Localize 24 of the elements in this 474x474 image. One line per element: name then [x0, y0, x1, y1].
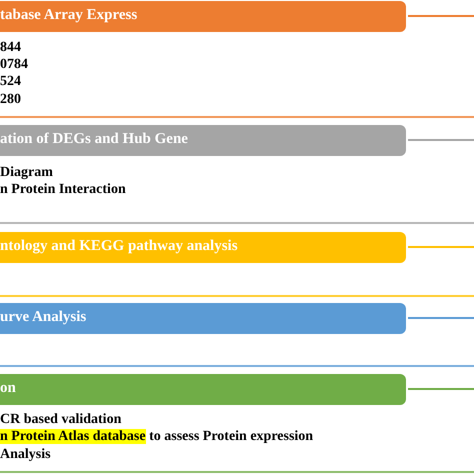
section-header-band — [0, 1, 406, 32]
list-item-text: 844 — [0, 40, 21, 56]
section-title: on — [0, 380, 16, 397]
connector-line — [408, 388, 474, 390]
connector-line — [408, 317, 474, 319]
connector-line — [408, 139, 474, 141]
section-title: ntology and KEGG pathway analysis — [0, 238, 238, 255]
section-header-band — [0, 125, 406, 156]
list-item-text: Analysis — [0, 447, 51, 463]
list-item-text: 280 — [0, 92, 21, 108]
section-title: ation of DEGs and Hub Gene — [0, 131, 188, 148]
section-title: tabase Array Express — [0, 7, 138, 24]
list-item-text: n Protein Interaction — [0, 182, 126, 198]
list-item-text: CR based validation — [0, 412, 122, 428]
connector-line — [408, 15, 474, 17]
list-item-text: Diagram — [0, 165, 53, 181]
section-header-band — [0, 374, 406, 405]
list-item-text: 0784 — [0, 57, 28, 73]
connector-line — [408, 246, 474, 248]
section-header-band — [0, 232, 406, 263]
list-item-text: 524 — [0, 74, 21, 90]
section-header-band — [0, 303, 406, 334]
section-title: urve Analysis — [0, 309, 86, 326]
list-item-text: n Protein Atlas database to assess Protein expression — [0, 429, 314, 445]
